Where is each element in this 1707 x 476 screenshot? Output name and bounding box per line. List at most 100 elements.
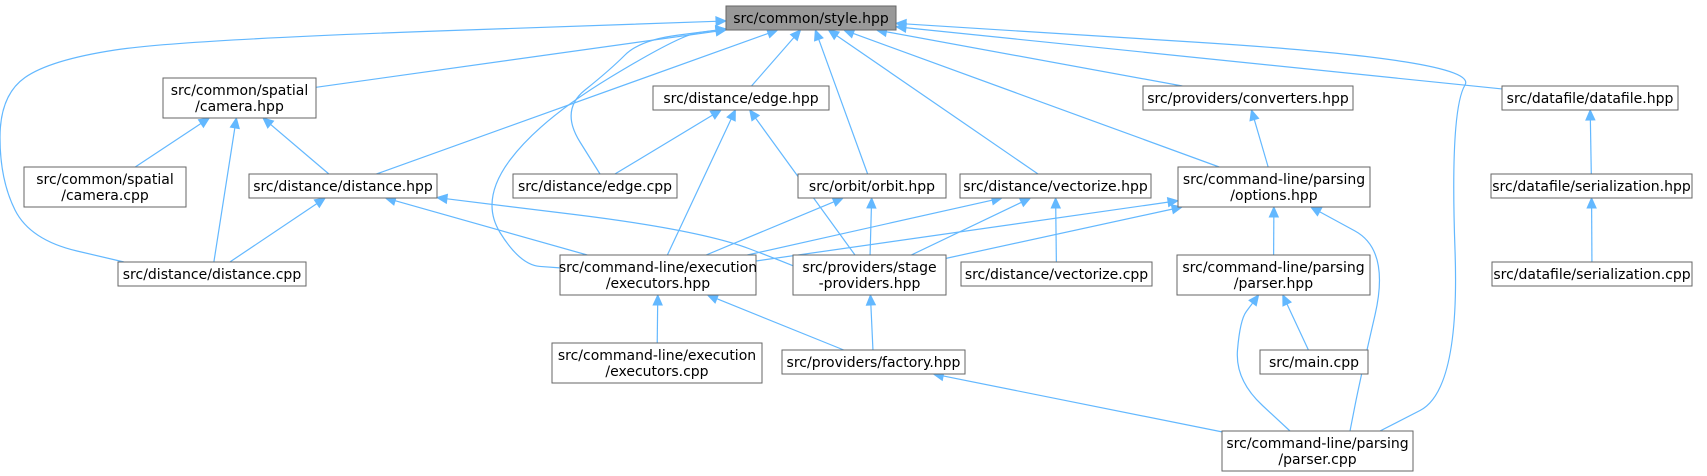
- file-node-stage-hpp[interactable]: src/providers/stage-providers.hpp: [792, 254, 947, 296]
- file-node-options-hpp[interactable]: src/command-line/parsing/options.hpp: [1177, 166, 1371, 208]
- arrowhead-distance_hpp-to-distance_cpp: [313, 197, 327, 209]
- file-node-vectorize-hpp[interactable]: src/distance/vectorize.hpp: [959, 173, 1152, 199]
- file-node-serial-hpp[interactable]: src/datafile/serialization.hpp: [1490, 173, 1693, 199]
- file-node-executors-cpp[interactable]: src/command-line/execution/executors.cpp: [551, 342, 763, 384]
- node-label: src/command-line/parsing: [1183, 172, 1365, 188]
- edge-style-to-vectorize_hpp: [836, 35, 1039, 175]
- node-label: src/datafile/datafile.hpp: [1507, 91, 1674, 107]
- edge-camera_hpp-to-camera_cpp: [134, 123, 202, 168]
- file-node-converters-hpp[interactable]: src/providers/converters.hpp: [1142, 85, 1354, 111]
- edge-edge_hpp-to-executors_hpp: [666, 118, 732, 256]
- edge-edge_hpp-to-edge_cpp: [614, 114, 713, 175]
- file-node-factory-hpp[interactable]: src/providers/factory.hpp: [781, 349, 966, 375]
- node-box: [959, 173, 1152, 199]
- edge-parser_hpp-to-main_cpp: [1286, 303, 1309, 351]
- nodes-layer: src/common/style.hpp src/common/spatial/c…: [23, 5, 1693, 472]
- arrowhead-vectorize_hpp-to-stage_hpp: [1018, 197, 1032, 208]
- node-label: src/common/spatial: [36, 172, 173, 188]
- edge-style-to-datafile_hpp: [905, 27, 1503, 90]
- arrowhead-camera_hpp-to-distance_cpp: [229, 116, 240, 130]
- arrowhead-parser_hpp-to-parser_cpp: [1248, 294, 1260, 307]
- file-node-orbit-hpp[interactable]: src/orbit/orbit.hpp: [797, 173, 947, 199]
- node-label: src/distance/vectorize.cpp: [965, 267, 1148, 283]
- node-label: src/command-line/execution: [559, 260, 757, 276]
- node-label: src/main.cpp: [1269, 355, 1359, 371]
- node-box: [551, 342, 763, 384]
- edge-datafile_hpp-to-serial_hpp: [1589, 119, 1592, 175]
- edge-style-to-converters_hpp: [886, 31, 1183, 87]
- node-box: [652, 85, 830, 111]
- file-node-style[interactable]: src/common/style.hpp: [725, 5, 897, 31]
- arrowhead-edge_hpp-to-executors_hpp: [726, 108, 736, 122]
- node-box: [1177, 166, 1371, 208]
- node-box: [1501, 85, 1679, 111]
- file-node-main-cpp[interactable]: src/main.cpp: [1259, 349, 1369, 375]
- node-box: [781, 349, 966, 375]
- edge-camera_hpp-to-distance_hpp: [270, 124, 330, 175]
- edge-style-to-orbit_hpp: [818, 39, 869, 175]
- node-label: /camera.hpp: [195, 99, 284, 115]
- node-label: src/distance/edge.cpp: [518, 179, 672, 195]
- file-node-edge-cpp[interactable]: src/distance/edge.cpp: [512, 173, 678, 199]
- arrowhead-parser_hpp-to-main_cpp: [1282, 293, 1293, 307]
- edge-style-to-distance_hpp: [376, 32, 769, 175]
- edge-parser_hpp-to-parser_cpp: [1236, 302, 1291, 432]
- arrowhead-options_hpp-to-parser_hpp: [1268, 205, 1280, 218]
- node-label: -providers.hpp: [819, 276, 921, 292]
- arrowhead-options_hpp-to-executors_hpp: [1166, 196, 1180, 208]
- arrowhead-edge_hpp-to-edge_cpp: [709, 109, 723, 120]
- node-box: [960, 261, 1153, 287]
- node-label: src/distance/distance.hpp: [253, 179, 433, 195]
- edge-style-to-parser_cpp: [905, 23, 1467, 432]
- edge-options_hpp-to-parser_cpp: [1319, 211, 1381, 432]
- node-box: [792, 254, 947, 296]
- edge-orbit_hpp-to-executors_hpp: [705, 201, 835, 256]
- arrowhead-executors_hpp-to-factory_hpp: [706, 294, 720, 304]
- node-label: /executors.hpp: [606, 276, 710, 292]
- arrowhead-edge_hpp-to-stage_hpp: [748, 109, 761, 122]
- file-node-distance-hpp[interactable]: src/distance/distance.hpp: [248, 173, 438, 199]
- arrowhead-orbit_hpp-to-executors_hpp: [831, 197, 845, 207]
- file-node-executors-hpp[interactable]: src/command-line/execution/executors.hpp: [559, 254, 757, 296]
- node-label: src/common/style.hpp: [733, 11, 889, 27]
- node-box: [559, 254, 757, 296]
- edge-vectorize_hpp-to-executors_hpp: [747, 199, 993, 256]
- node-box: [23, 166, 187, 208]
- arrowhead-style-to-vectorize_hpp: [827, 29, 841, 41]
- arrowhead-camera_hpp-to-distance_hpp: [262, 117, 275, 129]
- edge-factory_hpp-to-parser_cpp: [943, 375, 1223, 433]
- file-node-vectorize-cpp[interactable]: src/distance/vectorize.cpp: [960, 261, 1153, 287]
- edge-options_hpp-to-stage_hpp: [945, 208, 1173, 259]
- arrowhead-style-to-edge_hpp: [789, 29, 802, 42]
- file-node-parser-cpp[interactable]: src/command-line/parsing/parser.cpp: [1221, 430, 1414, 472]
- node-label: src/datafile/serialization.cpp: [1493, 267, 1690, 283]
- file-node-distance-cpp[interactable]: src/distance/distance.cpp: [117, 261, 307, 287]
- edge-options_hpp-to-executors_hpp: [755, 201, 1169, 262]
- file-node-edge-hpp[interactable]: src/distance/edge.hpp: [652, 85, 830, 111]
- node-box: [512, 173, 678, 199]
- edge-distance_hpp-to-executors_hpp: [394, 200, 588, 256]
- file-node-serial-cpp[interactable]: src/datafile/serialization.cpp: [1491, 261, 1693, 287]
- node-box: [1176, 254, 1371, 296]
- file-node-parser-hpp[interactable]: src/command-line/parsing/parser.hpp: [1176, 254, 1371, 296]
- node-label: src/common/spatial: [171, 83, 308, 99]
- node-box: [117, 261, 307, 287]
- file-node-camera-hpp[interactable]: src/common/spatial/camera.hpp: [162, 77, 317, 119]
- edges-layer: [0, 16, 1597, 433]
- node-label: src/orbit/orbit.hpp: [809, 179, 935, 195]
- file-node-camera-cpp[interactable]: src/common/spatial/camera.cpp: [23, 166, 187, 208]
- edge-camera_hpp-to-distance_cpp: [213, 127, 236, 263]
- node-label: src/distance/vectorize.hpp: [963, 179, 1148, 195]
- node-box: [725, 5, 897, 31]
- node-box: [1259, 349, 1369, 375]
- node-label: /parser.cpp: [1278, 452, 1356, 468]
- node-box: [1142, 85, 1354, 111]
- file-node-datafile-hpp[interactable]: src/datafile/datafile.hpp: [1501, 85, 1679, 111]
- arrowhead-converters_hpp-to-options_hpp: [1249, 108, 1260, 122]
- edge-style-to-distance_cpp: [0, 20, 717, 263]
- node-label: src/providers/factory.hpp: [787, 355, 961, 371]
- arrowhead-vectorize_hpp-to-vectorize_cpp: [1050, 196, 1062, 209]
- arrowhead-datafile_hpp-to-serial_hpp: [1585, 108, 1596, 121]
- node-label: src/command-line/parsing: [1226, 436, 1408, 452]
